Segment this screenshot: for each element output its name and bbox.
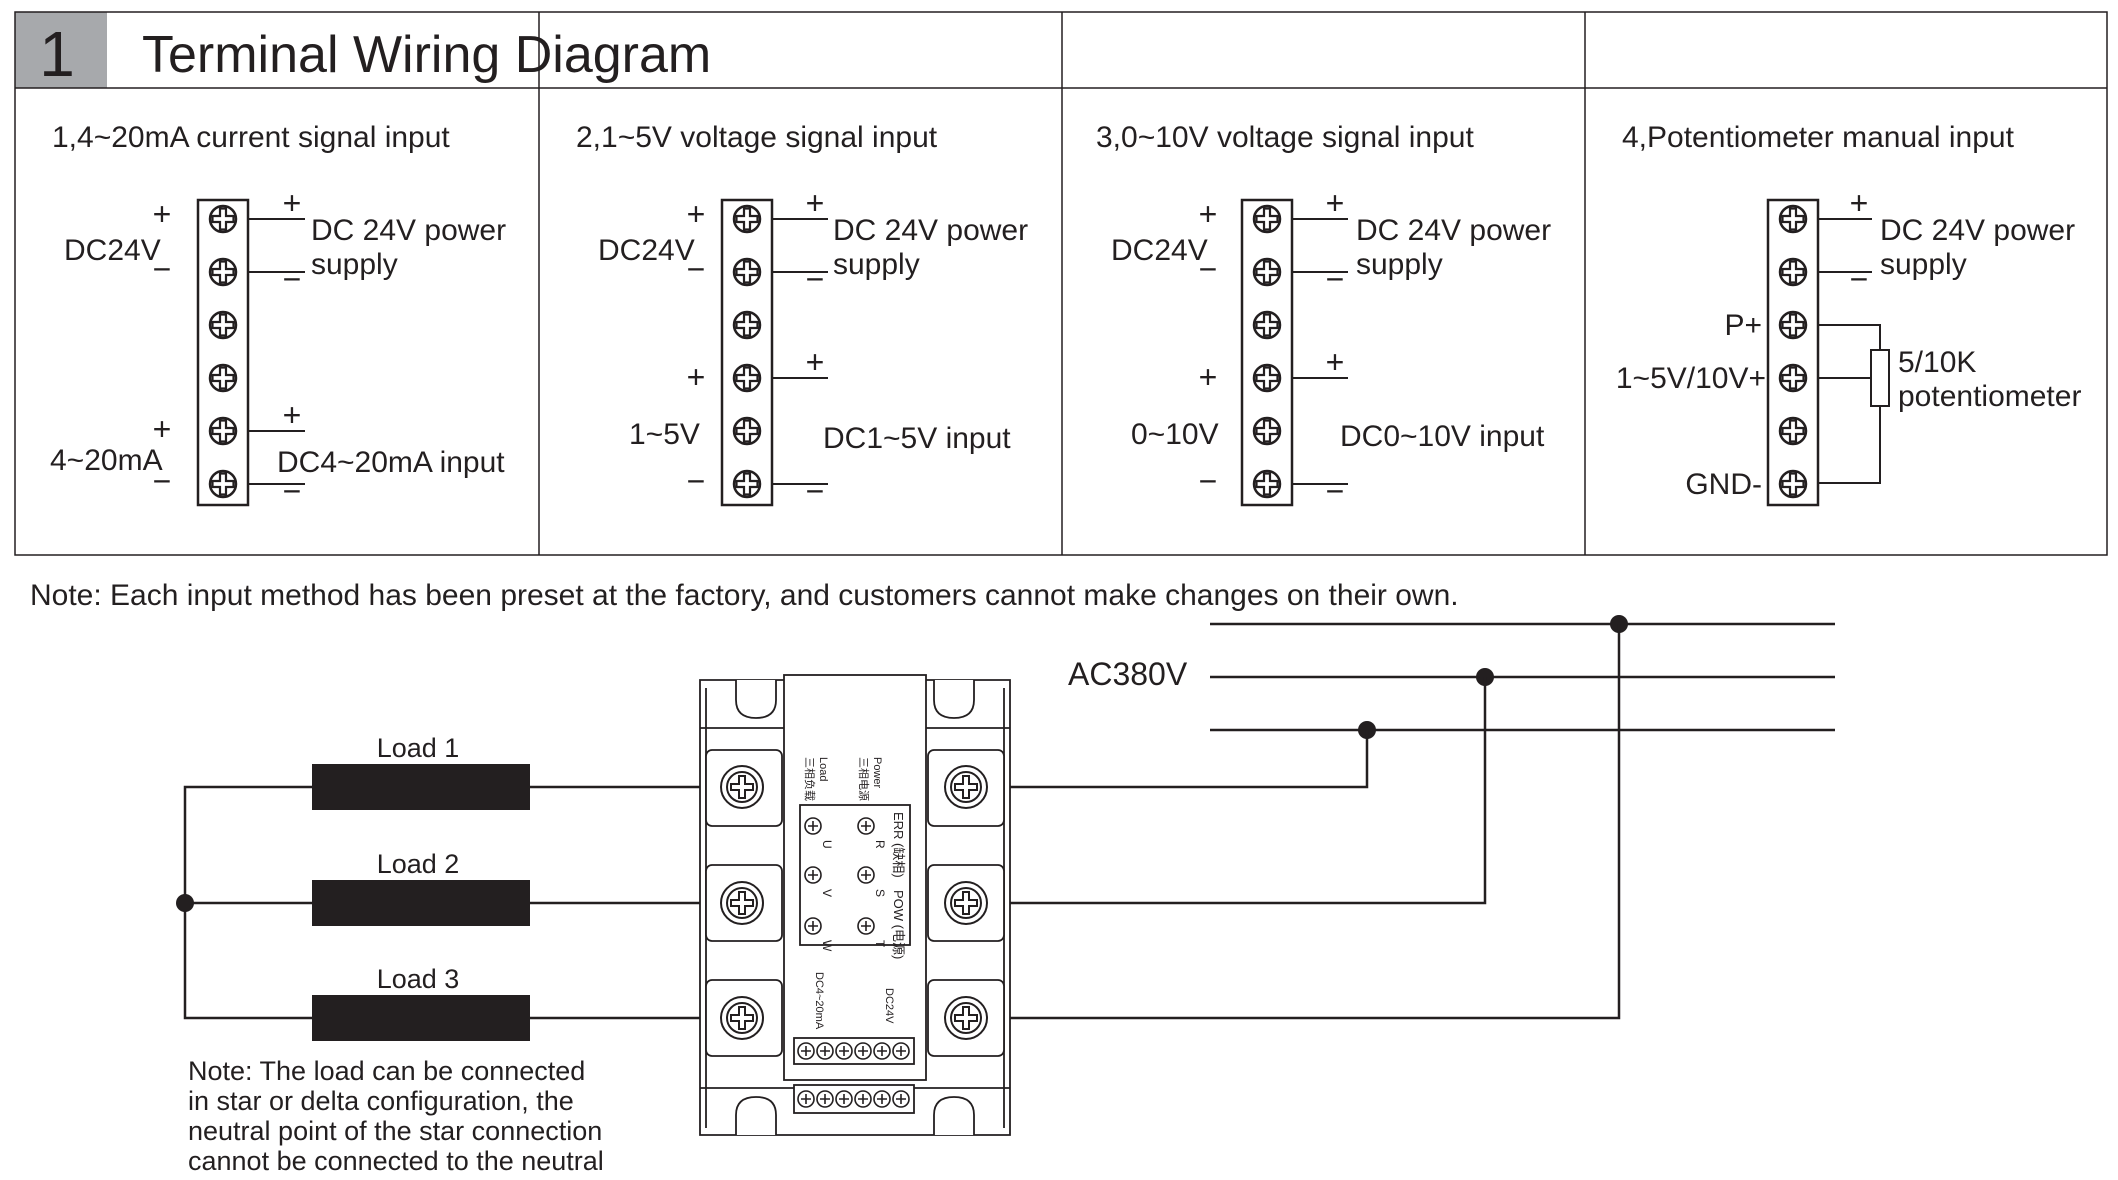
label-dc24v: DC24V (64, 234, 161, 267)
load-wiring: Load 1 Load 2 Load 3 (176, 733, 720, 1041)
label-signal-input: DC1~5V input (823, 422, 1011, 455)
svg-text:−: − (153, 463, 172, 499)
label-signal-input: DC4~20mA input (277, 446, 505, 479)
svg-text:−: − (1199, 251, 1218, 287)
svg-text:+: + (283, 185, 302, 221)
svg-text:−: − (1326, 473, 1345, 509)
svg-text:−: − (283, 473, 302, 509)
wiring-table: 1 Terminal Wiring Diagram (14, 11, 2108, 556)
svg-text:in star or delta configuration: in star or delta configuration, the (188, 1086, 574, 1116)
svg-text:cannot be connected to the neu: cannot be connected to the neutral (188, 1146, 604, 1176)
panel-4-20ma: 1,4~20mA current signal input + − + − + … (50, 121, 506, 509)
svg-text:−: − (153, 251, 172, 287)
svg-text:DC24V: DC24V (883, 988, 895, 1024)
label-signal: 1~5V (629, 418, 700, 451)
panel-title: 1,4~20mA current signal input (52, 121, 450, 154)
svg-text:S: S (873, 889, 887, 897)
svg-text:supply: supply (1356, 248, 1443, 281)
terminal-block (1766, 198, 1820, 507)
svg-text:+: + (153, 411, 172, 447)
svg-text:Note: The load can be connecte: Note: The load can be connected (188, 1056, 585, 1086)
svg-text:三相电源: 三相电源 (857, 757, 871, 801)
potentiometer-symbol (1870, 349, 1890, 407)
panel-1-5v: 2,1~5V voltage signal input + − + − + − … (576, 121, 1028, 509)
svg-text:−: − (687, 251, 706, 287)
svg-text:+: + (1850, 185, 1869, 221)
svg-text:T: T (873, 940, 887, 948)
svg-text:−: − (806, 473, 825, 509)
label-power-supply: DC 24V power (1356, 214, 1551, 247)
svg-text:supply: supply (833, 248, 920, 281)
svg-text:R: R (873, 840, 887, 849)
svg-text:−: − (1326, 261, 1345, 297)
terminal-block (720, 198, 774, 507)
svg-text:−: − (1850, 261, 1869, 297)
label-power-supply: DC 24V power (311, 214, 506, 247)
load-note: Note: The load can be connected in star … (188, 1056, 604, 1176)
label-dc24v: DC24V (1111, 234, 1208, 267)
terminal-block (1240, 198, 1294, 507)
svg-text:−: − (283, 261, 302, 297)
supply-label: AC380V (1068, 656, 1188, 692)
load-3 (312, 995, 530, 1041)
load-2 (312, 880, 530, 926)
svg-text:U: U (820, 840, 834, 849)
svg-text:+: + (806, 344, 825, 380)
svg-text:W: W (820, 940, 834, 952)
load-1-label: Load 1 (377, 733, 460, 763)
svg-text:+: + (1326, 185, 1345, 221)
svg-text:+: + (283, 397, 302, 433)
header-number: 1 (39, 18, 75, 90)
svg-text:三相负载: 三相负载 (803, 757, 817, 801)
svg-text:−: − (806, 261, 825, 297)
panel-0-10v: 3,0~10V voltage signal input + − + − + −… (1096, 121, 1551, 509)
three-phase-module (699, 674, 1011, 1136)
load-3-label: Load 3 (377, 964, 460, 994)
label-p-plus: P+ (1724, 309, 1762, 342)
panel-potentiometer: 4,Potentiometer manual input + − P+ 1~5V… (1616, 121, 2081, 507)
label-signal: 0~10V (1131, 418, 1219, 451)
panel-title: 2,1~5V voltage signal input (576, 121, 938, 154)
svg-text:Power: Power (871, 757, 883, 789)
label-signal-plus: 1~5V/10V+ (1616, 362, 1766, 395)
svg-text:DC4~20mA: DC4~20mA (813, 972, 825, 1030)
svg-text:neutral point of the star conn: neutral point of the star connection (188, 1116, 602, 1146)
label-potentiometer: 5/10K (1898, 346, 1976, 379)
svg-text:V: V (820, 889, 834, 897)
svg-text:+: + (1326, 344, 1345, 380)
svg-text:+: + (687, 359, 706, 395)
page-title: Terminal Wiring Diagram (142, 26, 711, 84)
label-signal-input: DC0~10V input (1340, 420, 1545, 453)
panel-title: 3,0~10V voltage signal input (1096, 121, 1474, 154)
label-power-supply: DC 24V power (833, 214, 1028, 247)
load-2-label: Load 2 (377, 849, 460, 879)
svg-text:ERR (缺相): ERR (缺相) (891, 812, 906, 878)
factory-note: Note: Each input method has been preset … (30, 579, 1459, 612)
header-number-box (15, 12, 107, 88)
svg-text:+: + (1199, 196, 1218, 232)
label-signal: 4~20mA (50, 444, 163, 477)
svg-text:potentiometer: potentiometer (1898, 380, 2081, 413)
label-dc24v: DC24V (598, 234, 695, 267)
svg-text:−: − (1199, 463, 1218, 499)
terminal-block (196, 198, 250, 507)
svg-text:−: − (687, 463, 706, 499)
svg-text:+: + (1199, 359, 1218, 395)
module-labels: Power 三相电源 Load 三相负载 ERR (缺相) POW (电源) R… (803, 757, 906, 1030)
svg-text:+: + (806, 185, 825, 221)
panel-title: 4,Potentiometer manual input (1622, 121, 2015, 154)
svg-text:Load: Load (817, 757, 829, 781)
svg-text:+: + (153, 196, 172, 232)
label-power-supply: DC 24V power (1880, 214, 2075, 247)
svg-text:POW (电源): POW (电源) (891, 890, 906, 959)
svg-text:supply: supply (1880, 248, 1967, 281)
label-gnd: GND- (1685, 468, 1762, 501)
svg-text:supply: supply (311, 248, 398, 281)
svg-text:+: + (687, 196, 706, 232)
load-1 (312, 764, 530, 810)
ac-supply-lines: AC380V (990, 615, 1835, 1020)
